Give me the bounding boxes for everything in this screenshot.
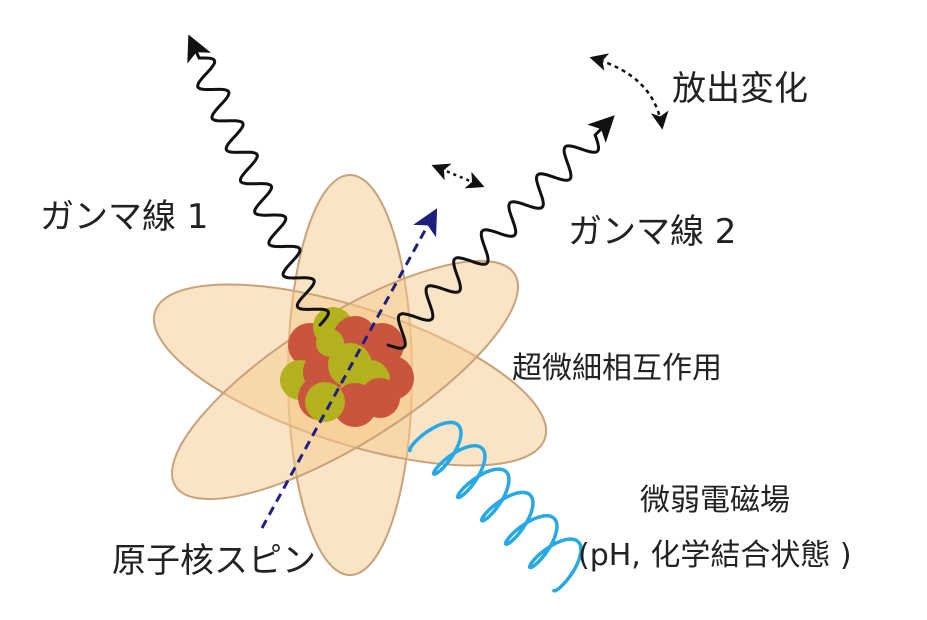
gamma-wave-2-icon bbox=[386, 115, 615, 350]
weak-field-label: 微弱電磁場 bbox=[640, 483, 790, 518]
nuclear-spin-label: 原子核スピン bbox=[112, 541, 316, 581]
emission-change-arrow bbox=[589, 53, 669, 130]
angle-change-arrow-small bbox=[431, 163, 485, 189]
gamma-ray-2-label: ガンマ線 2 bbox=[568, 212, 736, 252]
proton bbox=[360, 378, 400, 418]
hyperfine-interaction-label: 超微細相互作用 bbox=[512, 351, 722, 386]
gamma-ray-1-label: ガンマ線 1 bbox=[40, 197, 208, 237]
proton bbox=[360, 323, 404, 367]
nucleus-icon bbox=[280, 307, 414, 427]
neutron bbox=[316, 329, 344, 357]
em-wave-icon bbox=[407, 420, 583, 593]
gamma-wave-1-icon bbox=[187, 34, 331, 327]
emission-change-label: 放出変化 bbox=[672, 69, 808, 109]
chemical-conditions-label: (pH, 化学結合状態 ) bbox=[578, 538, 852, 573]
